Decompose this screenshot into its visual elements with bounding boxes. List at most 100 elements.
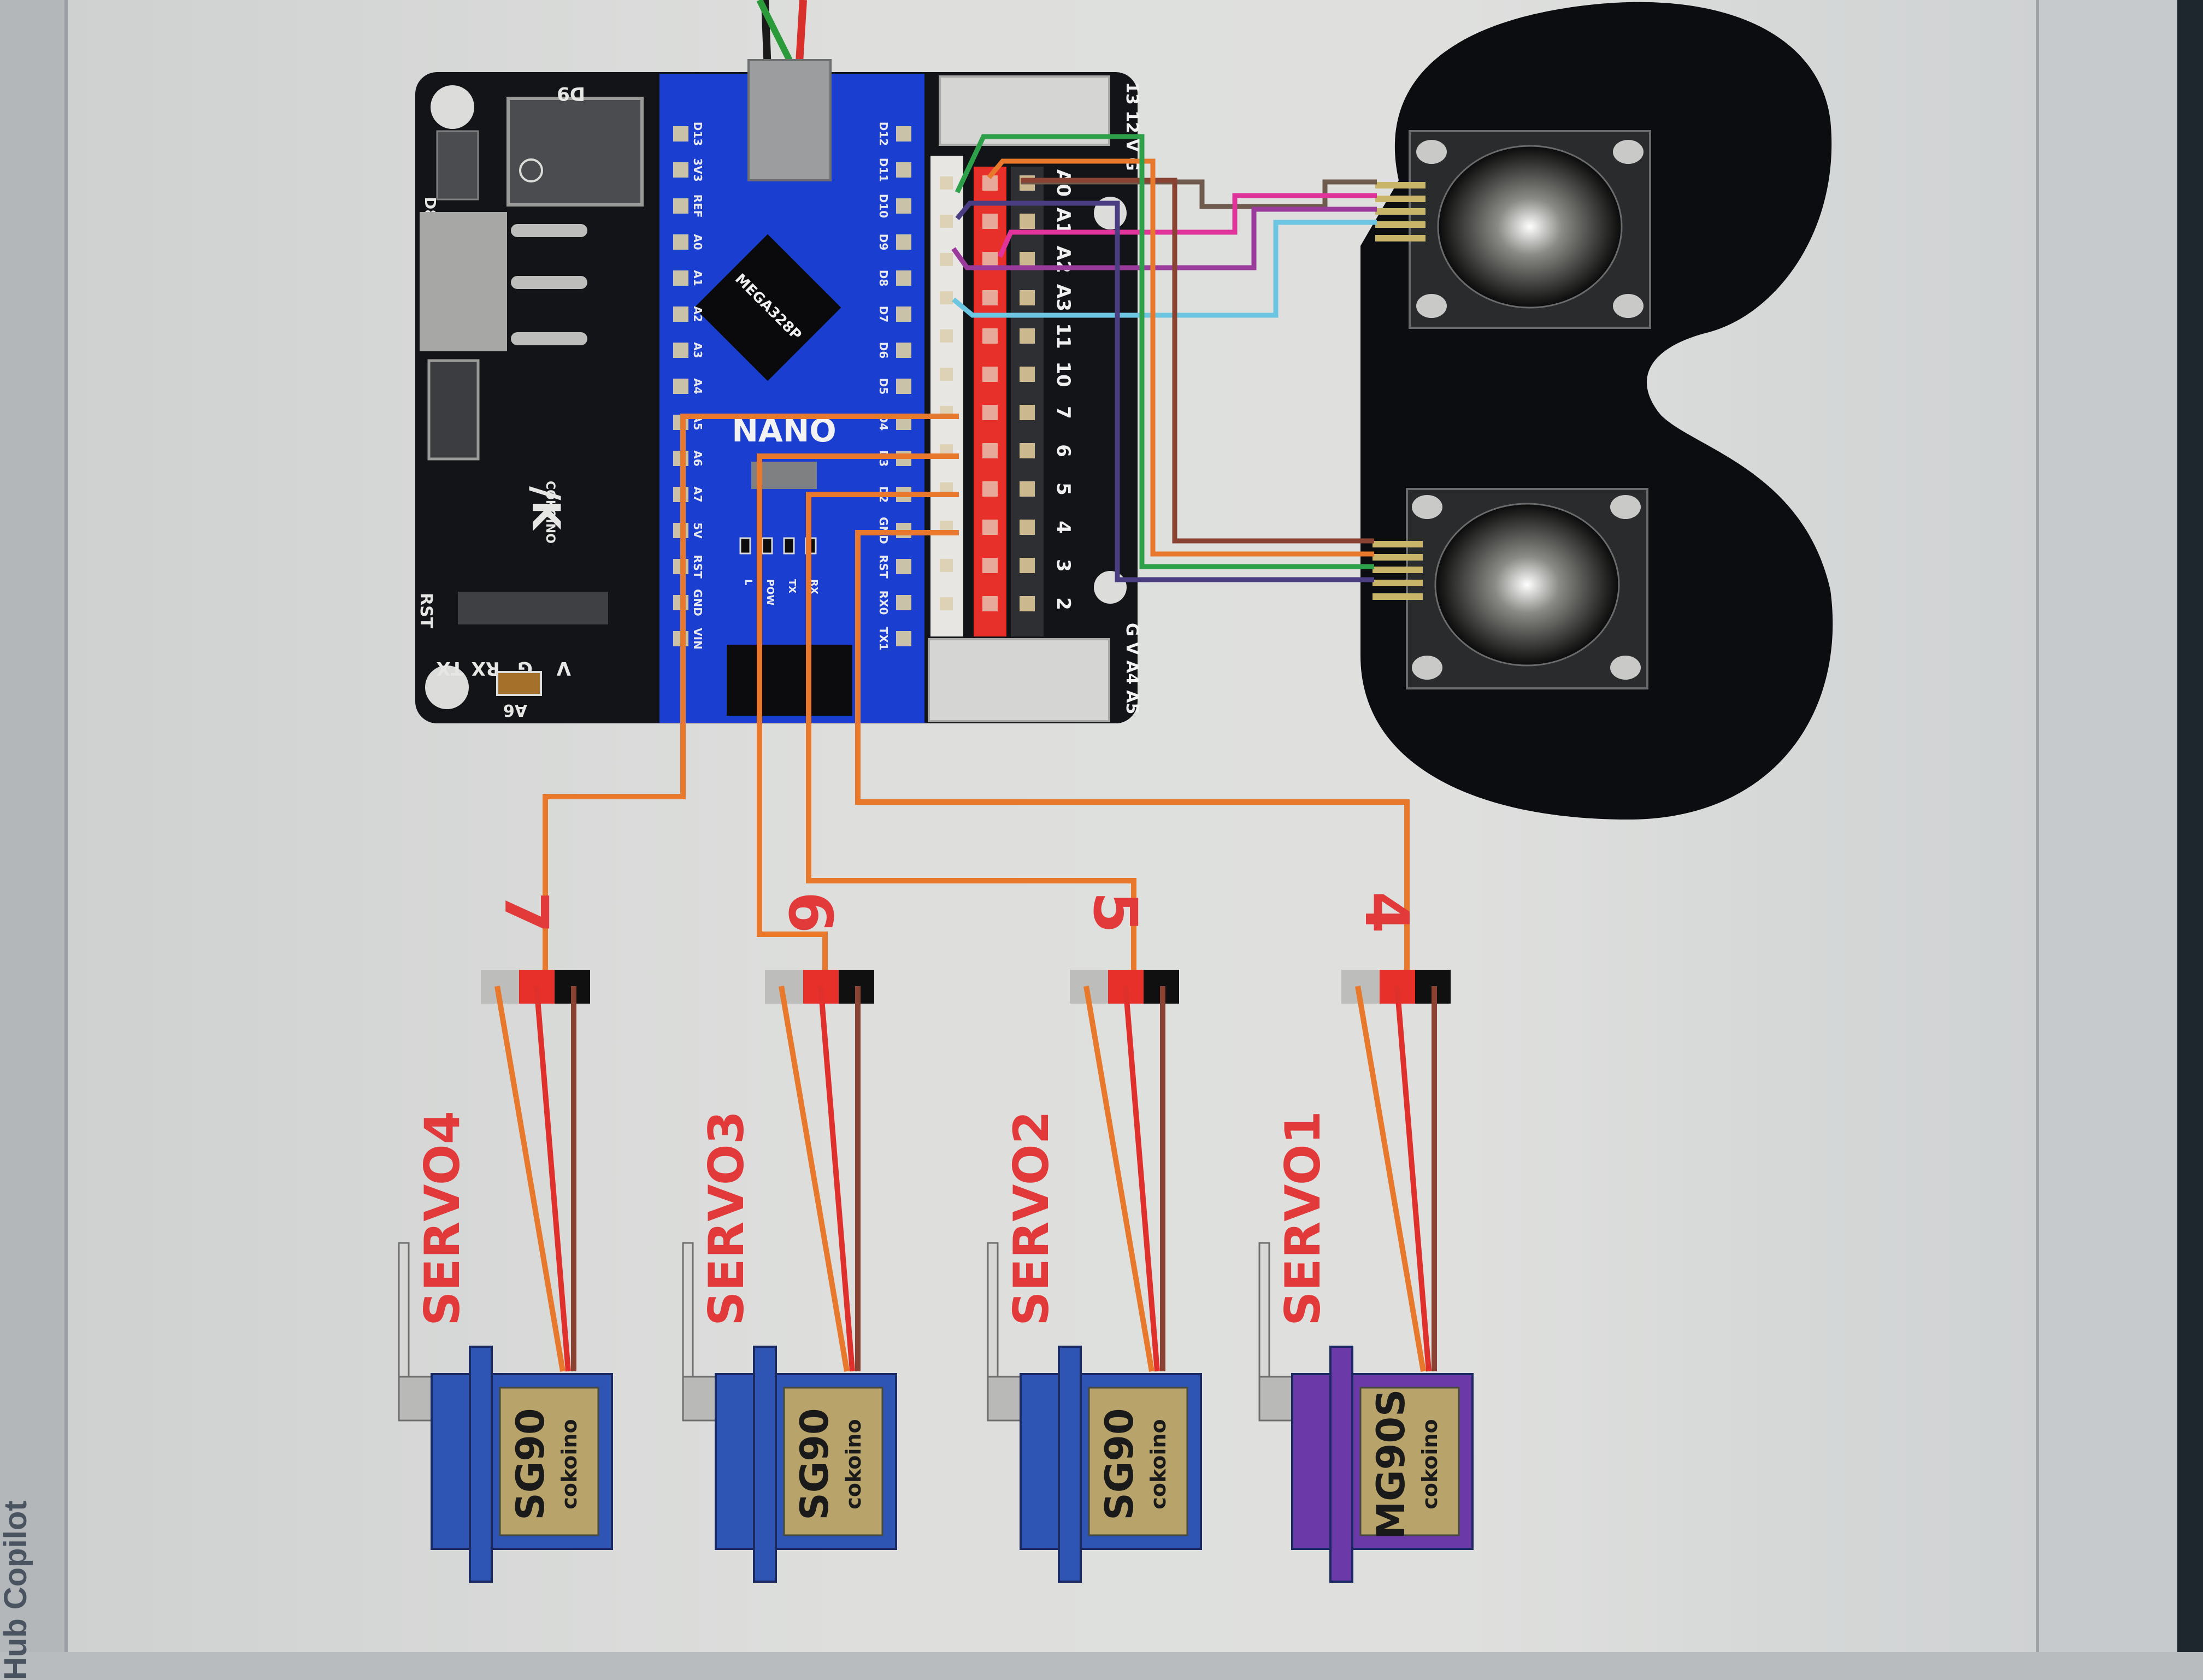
mount-hole	[1613, 140, 1644, 164]
vcc-pin[interactable]	[982, 481, 998, 497]
vcc-pin[interactable]	[982, 596, 998, 611]
reset-button[interactable]	[427, 359, 480, 461]
nano-pin-label: REF	[691, 194, 704, 218]
nano-led	[783, 537, 795, 555]
signal-pin[interactable]	[940, 559, 953, 572]
nano-pin-label: D13	[691, 122, 704, 146]
servo-brand: cokoino	[1146, 1419, 1170, 1509]
servo-mount-tab	[469, 1346, 493, 1583]
gnd-pin[interactable]	[1020, 443, 1035, 458]
usb-port[interactable]	[747, 59, 832, 181]
vcc-pin[interactable]	[982, 520, 998, 535]
label-a6: A6	[503, 700, 527, 720]
nano-pin-pad	[896, 559, 911, 574]
nano-pin-pad	[673, 343, 688, 358]
servo-pin-number: 7	[491, 892, 561, 934]
servo-signal-wires	[543, 414, 1410, 983]
vcc-pin[interactable]	[982, 558, 998, 573]
vcc-pin[interactable]	[982, 367, 998, 382]
gnd-pin[interactable]	[1020, 214, 1035, 229]
label-uart-rx: RX	[472, 657, 500, 679]
vcc-pin[interactable]	[982, 443, 998, 458]
joystick-b[interactable]	[1373, 488, 1648, 689]
vcc-pin[interactable]	[982, 405, 998, 420]
servo-horn-base	[1258, 1376, 1293, 1422]
power-switch[interactable]	[420, 212, 507, 351]
gnd-pin[interactable]	[1020, 558, 1035, 573]
joystick-module	[1360, 2, 1833, 820]
nano-pin-pad	[673, 198, 688, 214]
mount-hole	[431, 85, 474, 129]
signal-pin[interactable]	[940, 329, 953, 343]
header-pin-label: 4	[1052, 521, 1074, 534]
servo-lead-signal	[494, 986, 566, 1372]
label-uart-v: V	[556, 657, 571, 679]
vcc-pin[interactable]	[982, 214, 998, 229]
nano-pin-label: D12	[877, 122, 890, 146]
vcc-pin[interactable]	[982, 328, 998, 344]
wire-joystick-a-x	[951, 207, 1377, 270]
bottom-header-label: G V A4 A5	[1122, 623, 1141, 714]
connector-bottom[interactable]	[928, 638, 1110, 722]
nano-pin-label: D9	[877, 234, 890, 251]
gnd-pin[interactable]	[1020, 481, 1035, 497]
nano-pin-label: D6	[877, 342, 890, 359]
wire-joystick-b-x	[955, 134, 1374, 569]
gnd-pin[interactable]	[1020, 367, 1035, 382]
mount-hole	[425, 665, 469, 709]
signal-pin[interactable]	[940, 368, 953, 381]
nano-pin-label: RST	[877, 555, 890, 579]
servo-pin-number: 6	[775, 892, 845, 934]
servo-lead-signal	[1355, 986, 1426, 1372]
gnd-pin[interactable]	[1020, 520, 1035, 535]
vcc-pin[interactable]	[982, 252, 998, 267]
mount-hole	[1416, 294, 1447, 318]
connector-top[interactable]	[939, 75, 1110, 146]
nano-pin-pad	[896, 306, 911, 322]
gnd-pin[interactable]	[1020, 290, 1035, 305]
joystick-a-knob[interactable]	[1437, 145, 1623, 309]
gnd-pin[interactable]	[1020, 328, 1035, 344]
servo-horn-base	[398, 1376, 433, 1422]
nano-pin-pad	[673, 234, 688, 250]
mount-hole	[1610, 656, 1641, 680]
top-header-label: 13 12 V G	[1122, 82, 1141, 171]
signal-pin[interactable]	[940, 291, 953, 304]
ir-receiver-d8	[436, 130, 479, 201]
wire-pin5-servo2	[806, 492, 1136, 978]
vcc-pin[interactable]	[982, 290, 998, 305]
pane-divider[interactable]	[2036, 0, 2039, 1652]
signal-pin[interactable]	[940, 253, 953, 266]
joystick-b-knob[interactable]	[1434, 503, 1620, 667]
polarity-mark-icon	[519, 158, 543, 182]
nano-led-label: L	[743, 579, 754, 585]
nano-pin-label: TX1	[877, 627, 890, 651]
gnd-pin[interactable]	[1020, 252, 1035, 267]
signal-pin[interactable]	[940, 597, 953, 610]
nano-pin-pad	[673, 270, 688, 286]
signal-pin[interactable]	[940, 215, 953, 228]
mount-hole	[1412, 656, 1442, 680]
nano-pin-label: A6	[691, 450, 704, 466]
servo-horn-base	[987, 1376, 1022, 1422]
nano-pin-pad	[673, 126, 688, 142]
servo-brand: cokoino	[841, 1419, 865, 1509]
nano-pin-label: D10	[877, 194, 890, 218]
nano-pin-pad	[896, 595, 911, 610]
gnd-pin[interactable]	[1020, 405, 1035, 420]
wire-joystick-a-y	[952, 220, 1377, 318]
mount-hole	[1416, 140, 1447, 164]
gnd-pin[interactable]	[1020, 596, 1035, 611]
header-pin-label: 11	[1052, 323, 1074, 349]
joystick-a[interactable]	[1375, 130, 1651, 329]
servo-lead-vcc	[1123, 986, 1160, 1372]
servo-name-label: SERVO1	[1275, 1111, 1331, 1326]
header-pin-label: 10	[1052, 361, 1074, 387]
signal-pin[interactable]	[940, 176, 953, 190]
nano-led	[739, 537, 751, 555]
